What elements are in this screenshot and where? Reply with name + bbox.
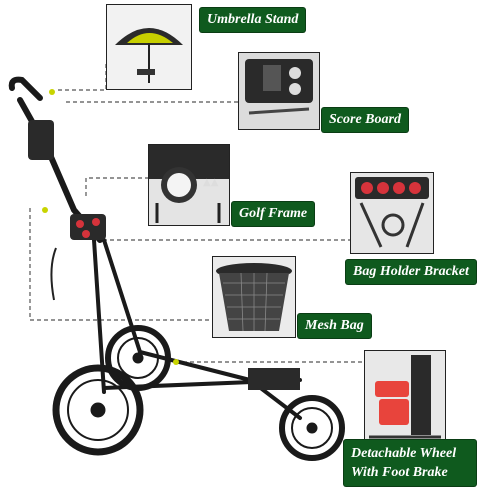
label-wheel-line1: Detachable Wheel bbox=[351, 446, 457, 461]
label-detachable-wheel: Detachable Wheel With Foot Brake bbox=[344, 440, 476, 486]
label-mesh-bag: Mesh Bag bbox=[298, 314, 371, 338]
wheel-brake-photo bbox=[364, 350, 446, 440]
wheel-rear-right bbox=[105, 325, 171, 391]
label-score-board: Score Board bbox=[322, 108, 408, 132]
wheel-front bbox=[279, 395, 345, 461]
foot-brake-icon bbox=[369, 355, 441, 439]
wheel-rear-left bbox=[52, 364, 144, 456]
label-wheel-line2: With Foot Brake bbox=[351, 465, 448, 480]
accent-dot bbox=[49, 89, 55, 95]
mesh-bag-icon bbox=[216, 263, 292, 332]
accent-dot bbox=[42, 207, 48, 213]
bag-holder-photo bbox=[350, 172, 434, 254]
score-board-photo bbox=[238, 52, 320, 130]
bracket-icon bbox=[355, 177, 429, 248]
svg-text:▲▲: ▲▲ bbox=[203, 177, 219, 188]
leader-mesh bbox=[29, 208, 213, 321]
cart-console bbox=[28, 120, 54, 160]
umbrella-photo bbox=[106, 4, 192, 90]
leader-golf-frame bbox=[85, 177, 148, 196]
golf-frame-photo: ▲▲ bbox=[148, 144, 230, 226]
golf-ball-icon: ▲▲ bbox=[149, 145, 229, 223]
mesh-bag-photo bbox=[212, 256, 296, 338]
label-umbrella-stand: Umbrella Stand bbox=[200, 8, 306, 32]
label-bag-holder-bracket: Bag Holder Bracket bbox=[346, 260, 476, 284]
label-golf-frame: Golf Frame bbox=[232, 202, 315, 226]
umbrella-icon bbox=[115, 28, 183, 83]
cart-rear-leg-right bbox=[102, 238, 142, 354]
score-board-icon bbox=[245, 59, 313, 115]
cart-handle bbox=[8, 76, 43, 101]
accent-dot bbox=[173, 359, 179, 365]
front-holder bbox=[248, 368, 300, 390]
